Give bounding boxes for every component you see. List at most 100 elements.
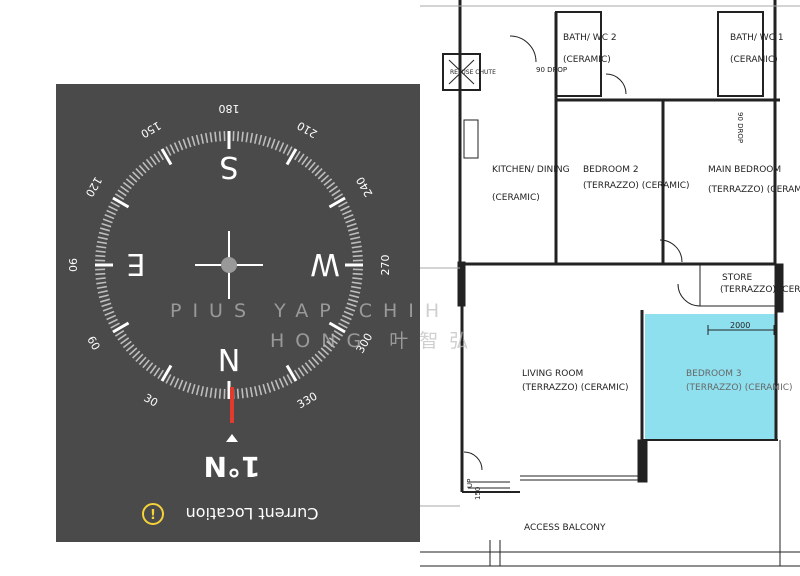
compass-tick [157, 369, 164, 380]
compass-tick [160, 364, 173, 382]
compass-tick [191, 135, 196, 147]
compass-tick [245, 387, 249, 398]
compass-tick [351, 281, 362, 285]
compass-tick [195, 134, 200, 145]
compass-tick [169, 144, 176, 154]
room-living-room: LIVING ROOM(TERRAZZO) (CERAMIC) [522, 369, 629, 393]
current-location-label[interactable]: Current Location [186, 504, 319, 523]
compass-tick [326, 340, 336, 349]
compass-tick [102, 306, 113, 312]
room-store: STORE(TERRAZZO) (CERAMIC) [720, 273, 800, 295]
compass-tick [345, 306, 356, 312]
compass-tick [214, 388, 217, 399]
compass-tick [351, 245, 362, 249]
bedroom-3-highlight [645, 314, 776, 440]
compass-tick [108, 205, 118, 212]
compass-tick [311, 356, 320, 366]
compass-tick [328, 337, 338, 345]
compass-tick [191, 383, 196, 395]
compass-tick [349, 231, 360, 236]
room-bedroom-3: BEDROOM 3(TERRAZZO) (CERAMIC) [686, 369, 793, 393]
compass-tick [274, 140, 280, 151]
room-main-bedroom: MAIN BEDROOM(TERRAZZO) (CERAMIC) [708, 165, 800, 195]
compass-tick [125, 178, 135, 186]
compass-tick [102, 218, 113, 224]
compass-tick [120, 337, 130, 345]
compass-tick [128, 174, 138, 183]
compass-tick [112, 321, 130, 334]
compass-tick [173, 377, 180, 388]
compass-tick [297, 367, 305, 377]
compass-tick [178, 379, 184, 390]
compass-tick [132, 350, 141, 359]
compass-tick [97, 236, 108, 241]
degree-label-210: 210 [295, 119, 320, 141]
compass-tick [352, 250, 363, 253]
compass-tick [95, 250, 106, 253]
compass-tick [236, 388, 240, 399]
compass-tick [340, 318, 350, 325]
degree-label-300: 300 [354, 331, 376, 356]
compass-tick [149, 364, 157, 374]
compass-tick [282, 376, 289, 386]
compass-tick [314, 353, 323, 362]
compass-tick [218, 388, 222, 399]
compass-tick [253, 386, 258, 397]
compass-tick [165, 146, 172, 156]
compass-tick [241, 388, 244, 399]
compass-tick [112, 196, 130, 209]
compass-tick [98, 231, 109, 236]
compass-tick [346, 302, 357, 308]
compass-tick [266, 382, 272, 393]
compass-tick [338, 322, 348, 329]
compass-tick [110, 201, 120, 208]
compass-tick [249, 132, 254, 144]
compass-tick [304, 362, 313, 372]
compass-tick [135, 353, 144, 362]
degree-label-60: 60 [84, 334, 102, 353]
compass-tick [132, 171, 141, 180]
cardinal-north: N [218, 341, 240, 376]
compass-tick [97, 289, 108, 294]
compass-tick [286, 146, 293, 156]
compass-tick [128, 347, 138, 356]
compass-tick [352, 254, 363, 258]
degree-label-90: 90 [66, 258, 79, 272]
compass-tick [204, 386, 209, 398]
compass-tick [173, 142, 180, 153]
degree-label-180: 180 [219, 102, 240, 115]
compass-tick [186, 382, 192, 393]
compass-tick [99, 298, 111, 303]
compass-tick [218, 131, 222, 142]
compass-tick [286, 374, 293, 384]
compass-tick [98, 294, 109, 299]
compass-tick [320, 174, 330, 183]
compass-tick [138, 356, 147, 366]
degree-label-150: 150 [138, 119, 163, 141]
compass-tick [110, 322, 120, 329]
compass-tick [95, 272, 106, 276]
compass-tick [258, 385, 263, 396]
compass-tick [345, 218, 356, 224]
info-circle-icon[interactable]: ! [142, 503, 164, 525]
compass-tick [285, 364, 298, 382]
compass-tick [347, 298, 359, 303]
compass-tick [333, 193, 344, 200]
compass-tick [117, 189, 127, 197]
svg-text:!: ! [150, 508, 156, 523]
compass-tick [262, 383, 267, 395]
compass-tick [297, 153, 305, 163]
compass-tick [160, 148, 173, 166]
compass-tick [331, 333, 341, 341]
compass-tick [304, 158, 313, 168]
compass-tick [326, 181, 336, 190]
compass-tick [122, 181, 132, 190]
compass-tick [341, 209, 352, 216]
compass-tick [314, 168, 323, 177]
drop-label-2: 90 DROP [736, 112, 744, 143]
compass-tick [338, 201, 348, 208]
degree-label-30: 30 [141, 391, 160, 409]
compass-tick [209, 387, 213, 398]
compass-tick [278, 142, 285, 153]
